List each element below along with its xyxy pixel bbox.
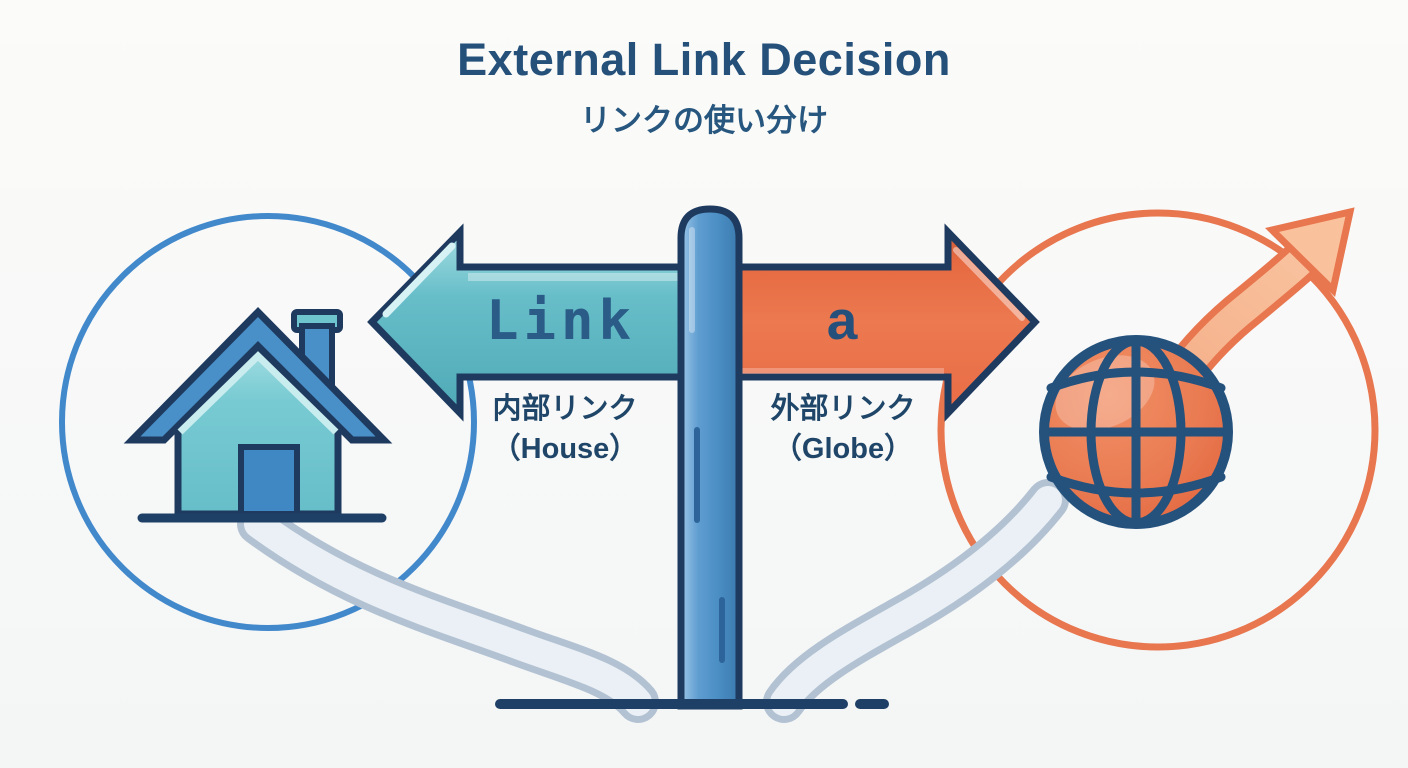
signpost-pole [677, 205, 743, 710]
path-to-house [237, 503, 659, 723]
external-link-caption-jp: 外部リンク [770, 393, 916, 425]
external-scope-circle [937, 209, 1379, 651]
page-title: External Link Decision [457, 34, 951, 85]
external-link-caption-en: （Globe） [772, 433, 914, 465]
house-roof [123, 307, 393, 444]
external-link-arrow-label: a [826, 289, 858, 351]
roof-inner-highlight [177, 351, 339, 435]
internal-link-arrow-label: Link [485, 289, 637, 352]
globe-icon [1039, 335, 1233, 529]
external-link-caption: 外部リンク （Globe） [726, 389, 960, 469]
house-icon [123, 307, 393, 523]
arrow-up-right-head [1264, 207, 1355, 297]
house-door [238, 444, 300, 517]
internal-link-caption: 内部リンク （House） [448, 389, 682, 469]
page-subtitle: リンクの使い分け [580, 103, 828, 138]
internal-link-caption-en: （House） [491, 433, 639, 465]
internal-link-caption-jp: 内部リンク [492, 393, 638, 425]
internal-scope-circle [59, 213, 477, 631]
path-to-globe [763, 479, 1069, 723]
